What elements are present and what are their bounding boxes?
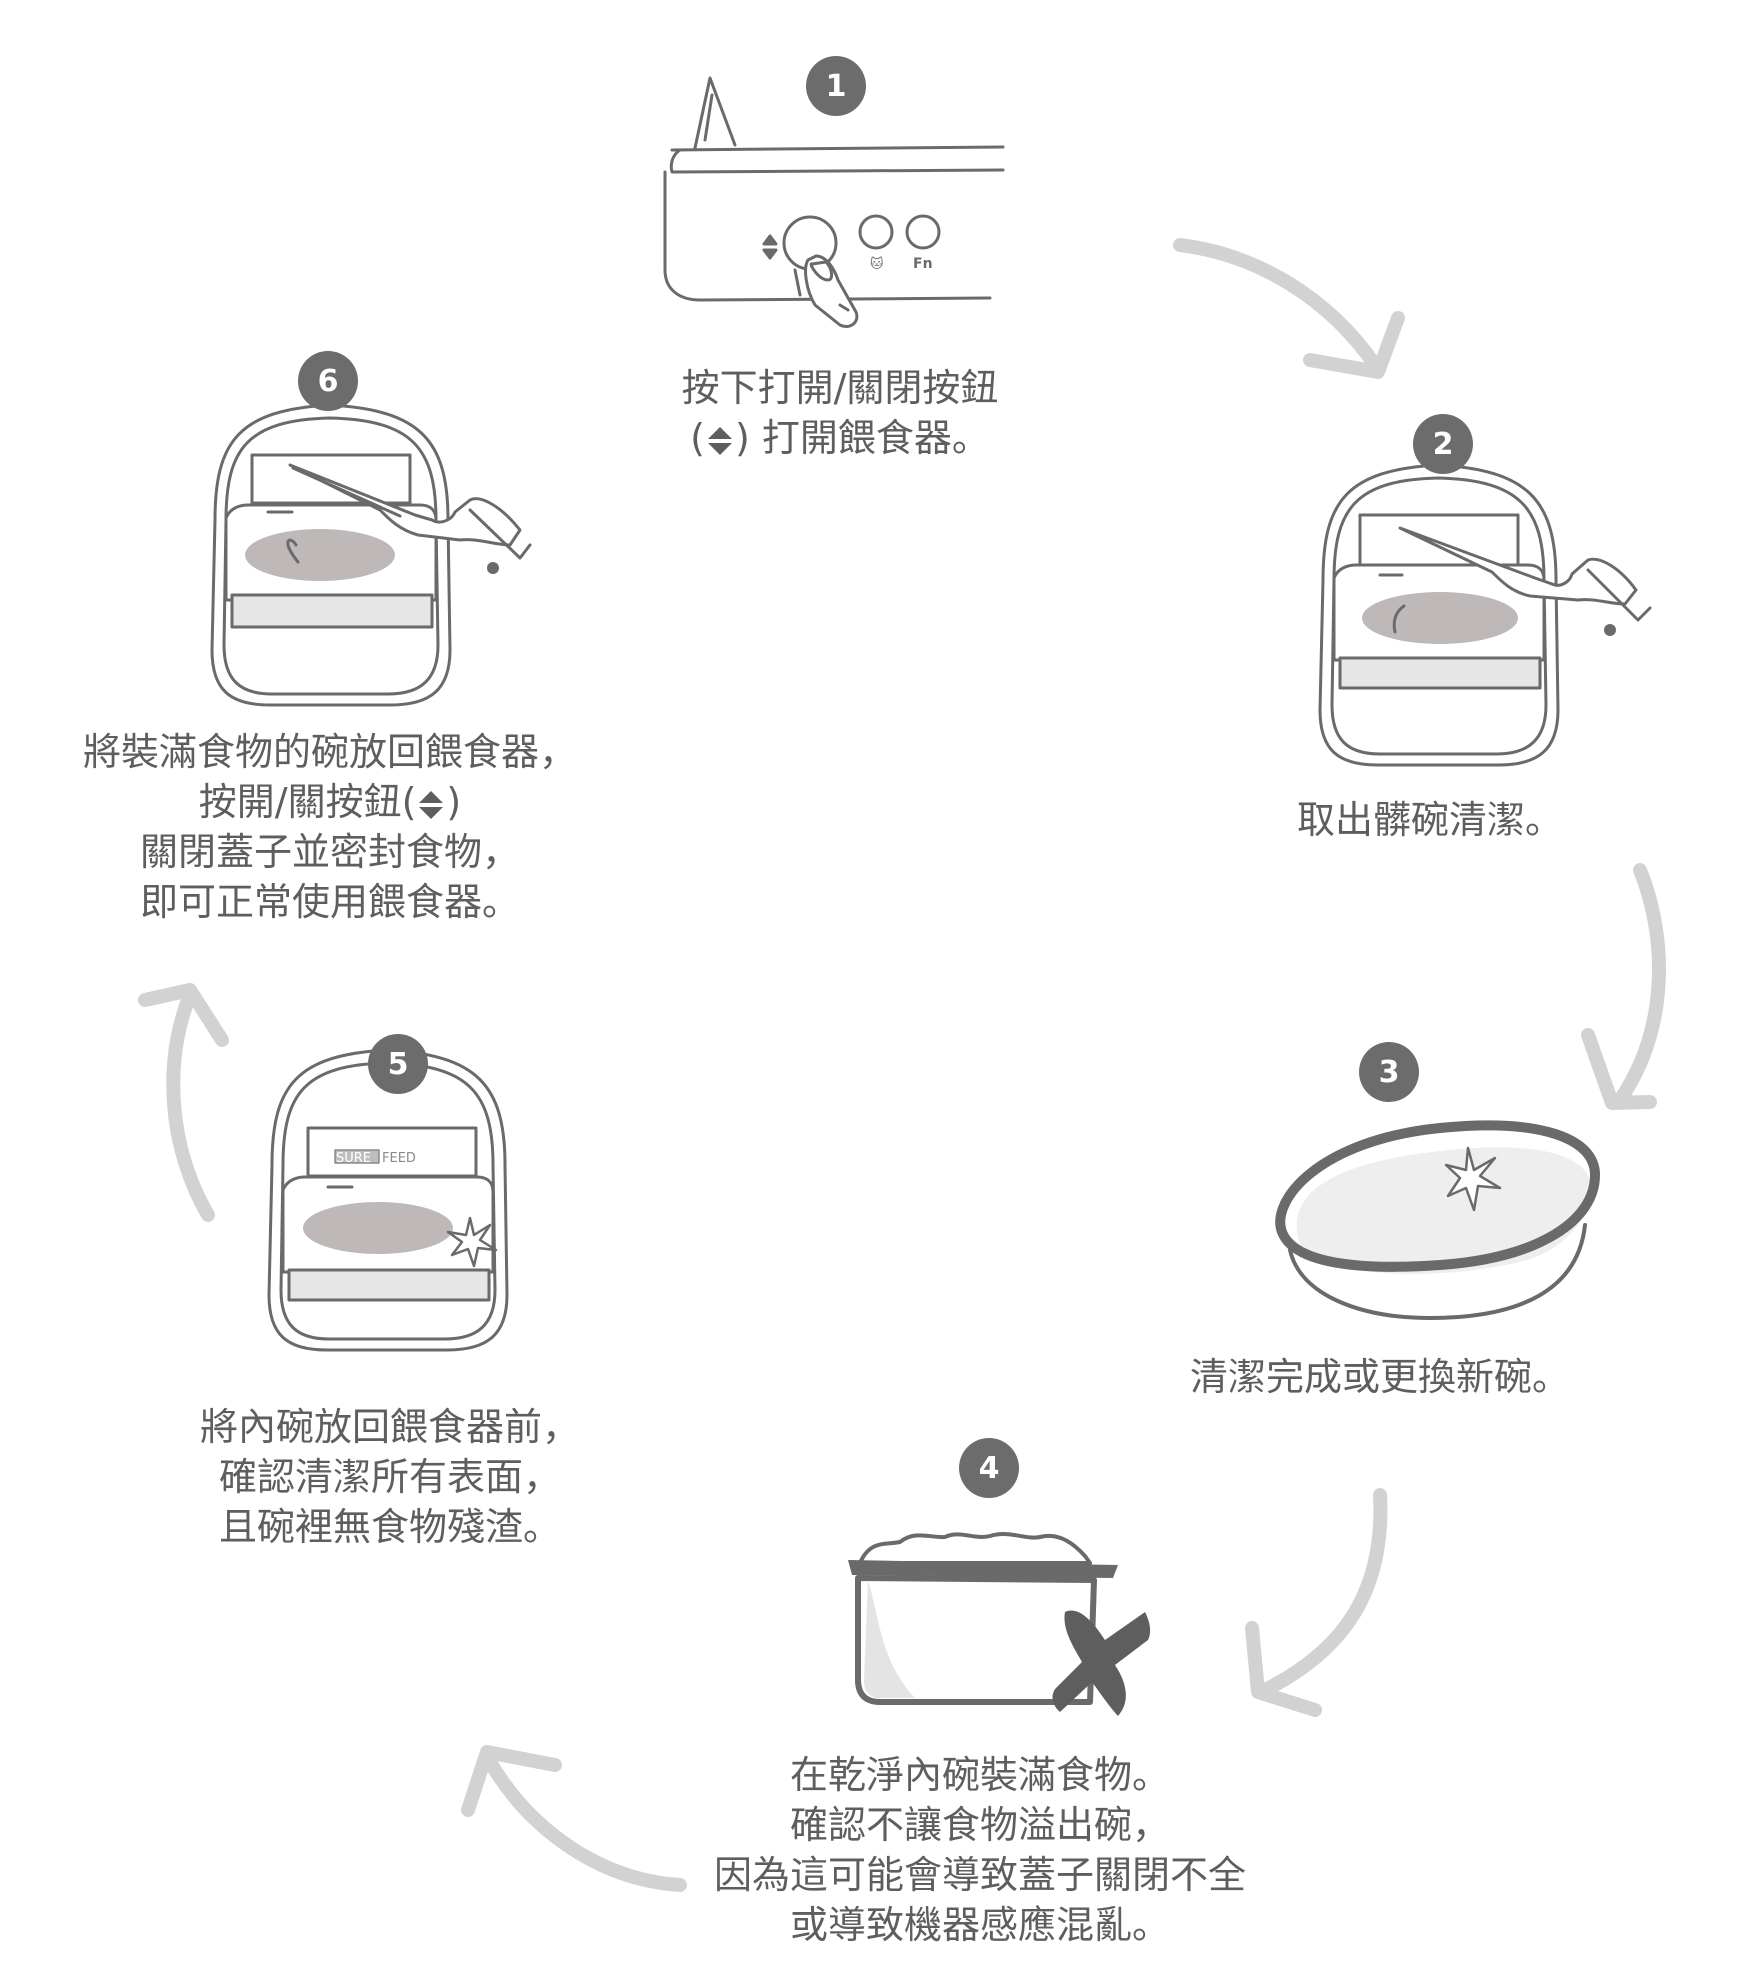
arrow-step4-to-step5: [461, 1745, 687, 1892]
step5-caption: 將內碗放回餵食器前， 確認清潔所有表面， 且碗裡無食物殘渣。: [199, 1405, 580, 1549]
step1-caption: 按下打開/關閉按鈕 () 打開餵食器。: [650, 363, 1030, 463]
step4-illustration: [848, 1532, 1151, 1716]
step3-caption: 清潔完成或更換新碗。: [1189, 1355, 1570, 1399]
step-badge-3: 3: [1359, 1042, 1419, 1102]
arrow-step1-to-step2: [1173, 238, 1405, 379]
arrow-step3-to-step4: [1245, 1488, 1388, 1717]
step-badge-5: 5: [368, 1034, 428, 1094]
up-down-toggle-icon: [419, 790, 444, 819]
arrow-step5-to-step6: [138, 983, 229, 1222]
step-badge-1: 1: [806, 56, 866, 116]
step2-illustration: [1318, 463, 1652, 767]
step6-caption: 將裝滿食物的碗放回餵食器， 按開/關按鈕() 關閉蓋子並密封食物， 即可正常使用…: [82, 730, 577, 924]
up-down-toggle-icon: [707, 426, 732, 455]
step-badge-2: 2: [1413, 414, 1473, 474]
step3-illustration: [1275, 1120, 1600, 1320]
step-badge-4: 4: [959, 1438, 1019, 1498]
step5-illustration: SURE FEED: [267, 1048, 509, 1352]
step-badge-6: 6: [298, 351, 358, 411]
x-mark: [1052, 1610, 1151, 1716]
brand-left-label: SURE: [336, 1151, 371, 1166]
brand-right-label: FEED: [382, 1151, 416, 1166]
step6-illustration: [210, 403, 532, 707]
step1-line-1: 按下打開/關閉按鈕: [681, 366, 999, 410]
step1-illustration: 🐱 Fn: [663, 76, 1005, 328]
arrow-step2-to-step3: [1581, 863, 1666, 1110]
svg-text:🐱: 🐱: [870, 256, 884, 272]
cycle-arrows: [138, 238, 1666, 1892]
step2-caption: 取出髒碗清潔。: [1296, 798, 1563, 842]
fn-label: Fn: [913, 256, 933, 272]
step1-line-2: () 打開餵食器。: [690, 416, 990, 460]
step4-caption: 在乾淨內碗裝滿食物。 確認不讓食物溢出碗， 因為這可能會導致蓋子關閉不全 或導致…: [713, 1753, 1246, 1947]
